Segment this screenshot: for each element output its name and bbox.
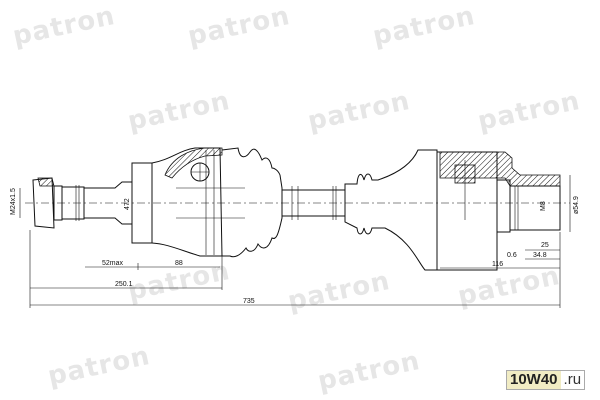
site-badge: 10W40 .ru [506,370,586,390]
shoulder-length-label: 34.8 [533,252,547,259]
watermark-text: patron [185,1,293,52]
watermark-text: patron [10,1,118,52]
watermark-text: patron [370,1,478,52]
right-thread-label: M8 [540,201,547,211]
watermark-text: patron [45,341,153,392]
badge-tld: .ru [560,371,585,389]
joint-length-label: 88 [175,260,183,267]
stub-length-label: 25 [541,242,549,249]
dimension-labels: M24x1.5 472 52max 88 250.1 735 M8 ø54.9 … [10,188,580,305]
outer-diameter-label: ø54.9 [573,196,580,214]
dimension-lines [19,175,571,308]
watermark-text: patron [455,261,563,312]
outer-length-label: 116 [492,261,503,268]
inner-length-label: 250.1 [115,281,133,288]
spline-diameter-label: 472 [124,198,131,210]
badge-brand: 10W40 [507,371,561,389]
left-cv-joint [151,147,283,258]
watermark-text: patron [305,86,413,137]
watermark-text: patron [475,86,583,137]
gap-label: 0.6 [507,252,517,259]
shaft [282,186,345,220]
right-cv-joint [344,149,561,271]
watermark-text: patron [285,266,393,317]
left-stub [32,162,153,244]
total-length-label: 735 [243,298,255,305]
thread-label: M24x1.5 [10,188,17,215]
watermark-text: patron [315,346,423,397]
watermark-text: patron [125,86,233,137]
max-length-label: 52max [102,260,124,267]
